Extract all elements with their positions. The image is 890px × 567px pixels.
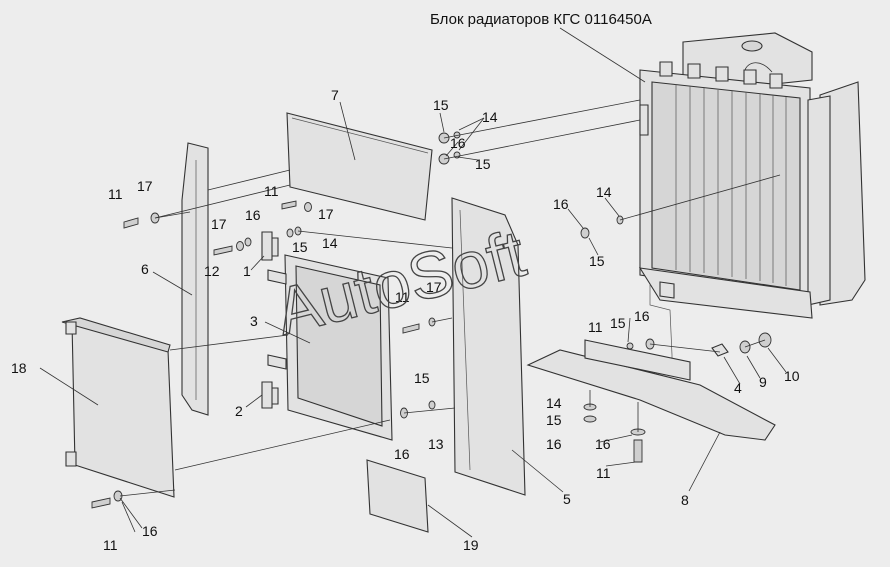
callout-19: 19 bbox=[463, 537, 479, 553]
callout-15-d: 15 bbox=[589, 253, 605, 269]
callout-1: 1 bbox=[243, 263, 251, 279]
callout-11-f: 11 bbox=[103, 537, 118, 553]
callout-16-f: 16 bbox=[546, 436, 562, 452]
callout-16-d: 16 bbox=[634, 308, 650, 324]
callout-17-a: 17 bbox=[137, 178, 153, 194]
callout-15-g: 15 bbox=[546, 412, 562, 428]
diagram-title: Блок радиаторов КГС 0116450А bbox=[430, 11, 652, 28]
callout-11-a: 11 bbox=[108, 186, 123, 202]
callout-15-e: 15 bbox=[610, 315, 626, 331]
callout-11-c: 11 bbox=[395, 289, 410, 305]
part-6-side-strip bbox=[181, 142, 209, 416]
callout-11-d: 11 bbox=[588, 319, 603, 335]
callout-6: 6 bbox=[141, 261, 149, 277]
radiator-block bbox=[638, 32, 866, 362]
assembly-lines bbox=[119, 99, 781, 497]
callout-3: 3 bbox=[250, 313, 258, 329]
callout-14-c: 14 bbox=[596, 184, 612, 200]
callout-15-c: 15 bbox=[292, 239, 308, 255]
callout-10: 10 bbox=[784, 368, 800, 384]
callout-14-b: 14 bbox=[322, 235, 338, 251]
part-8-bottom-plate bbox=[526, 339, 776, 441]
callout-18: 18 bbox=[11, 360, 27, 376]
callout-pointers bbox=[39, 27, 787, 538]
small-parts bbox=[261, 231, 729, 409]
callout-12: 12 bbox=[204, 263, 220, 279]
callout-16-g: 16 bbox=[595, 436, 611, 452]
callout-16-a: 16 bbox=[450, 135, 466, 151]
callout-15-a: 15 bbox=[433, 97, 449, 113]
callout-15-b: 15 bbox=[475, 156, 491, 172]
callout-5: 5 bbox=[563, 491, 571, 507]
callout-14-a: 14 bbox=[482, 109, 498, 125]
callout-8: 8 bbox=[681, 492, 689, 508]
part-5-side-panel bbox=[451, 197, 526, 496]
callout-17-c: 17 bbox=[318, 206, 334, 222]
callout-2: 2 bbox=[235, 403, 243, 419]
callout-16-b: 16 bbox=[245, 207, 261, 223]
callout-17-d: 17 bbox=[426, 279, 442, 295]
part-3-frame bbox=[267, 254, 393, 441]
part-19-small-panel bbox=[366, 459, 429, 533]
callout-11-e: 11 bbox=[596, 465, 611, 481]
callout-11-b: 11 bbox=[264, 183, 279, 199]
callout-7: 7 bbox=[331, 87, 339, 103]
callout-16-e: 16 bbox=[394, 446, 410, 462]
callout-9: 9 bbox=[759, 374, 767, 390]
callout-15-f: 15 bbox=[414, 370, 430, 386]
callout-16-c: 16 bbox=[553, 196, 569, 212]
callout-4: 4 bbox=[734, 380, 742, 396]
part-18-screen-panel bbox=[61, 317, 175, 498]
callout-labels: 1 2 3 4 5 6 7 8 9 10 11 11 11 11 11 11 1… bbox=[11, 87, 800, 553]
part-7-top-plate bbox=[286, 112, 433, 221]
callout-14-d: 14 bbox=[546, 395, 562, 411]
callout-16-h: 16 bbox=[142, 523, 158, 539]
callout-17-b: 17 bbox=[211, 216, 227, 232]
callout-13: 13 bbox=[428, 436, 444, 452]
